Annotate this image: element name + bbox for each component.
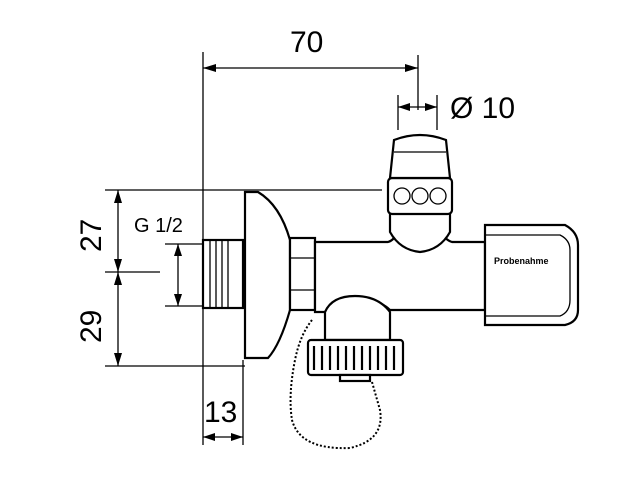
dimension-13: 13	[203, 360, 244, 445]
arrowhead	[114, 190, 122, 203]
handle-top	[388, 133, 452, 180]
hex-nut	[288, 236, 317, 312]
arrowhead	[174, 294, 182, 306]
arrowhead	[231, 433, 243, 441]
arrowhead	[114, 259, 122, 272]
dim-label-13: 13	[204, 396, 237, 429]
dimension-thread: G 1/2	[134, 215, 212, 307]
knob-grip	[393, 187, 411, 205]
dimension-70: 70	[202, 26, 419, 445]
arrowhead	[425, 103, 437, 111]
wall-rosette	[243, 190, 292, 360]
dim-label-diameter: Ø 10	[450, 92, 515, 125]
dim-label-thread: G 1/2	[134, 215, 183, 237]
arrowhead	[203, 433, 215, 441]
arrowhead	[174, 244, 182, 256]
outlet-collar	[323, 294, 392, 342]
arrowhead	[114, 272, 122, 285]
dim-label-27: 27	[75, 219, 108, 252]
arrowhead	[203, 64, 216, 72]
outlet-spout	[338, 373, 372, 383]
bead-chain	[289, 319, 382, 450]
arrowhead	[114, 353, 122, 366]
knob-grip	[429, 187, 447, 205]
handle-knob	[386, 176, 454, 216]
cap-label: Probenahme	[494, 256, 549, 266]
right-cap	[483, 223, 580, 327]
dimension-heights: 27 29	[75, 189, 382, 367]
arrowhead	[405, 64, 418, 72]
threaded-inlet	[201, 238, 245, 310]
handle-neck	[388, 210, 452, 254]
right-cap-inner	[485, 234, 571, 317]
dim-label-29: 29	[75, 310, 108, 343]
dim-label-70: 70	[290, 26, 323, 59]
knob-grip	[411, 187, 429, 205]
arrowhead	[398, 103, 410, 111]
dimension-diameter-10: Ø 10	[397, 92, 515, 130]
valve-body: Probenahme	[201, 133, 580, 450]
